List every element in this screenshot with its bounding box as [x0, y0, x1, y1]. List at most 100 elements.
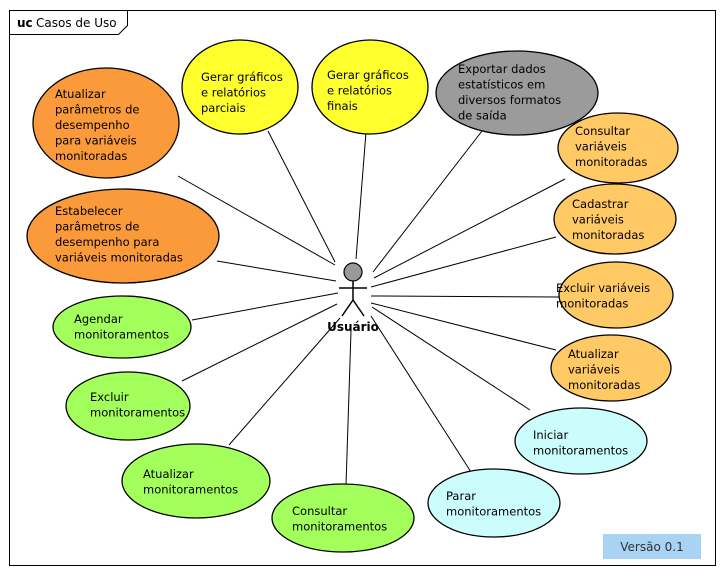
use-case-label-line: Cadastrar: [572, 197, 629, 211]
use-case-label-line: estatísticos em: [458, 78, 545, 92]
use-case-label: Agendar monitoramentos: [74, 312, 169, 342]
use-case-label-line: monitoradas: [575, 155, 647, 169]
association-line: [372, 130, 483, 273]
frame-title: Casos de Uso: [36, 16, 117, 30]
actor-left-leg: [341, 299, 354, 317]
use-case-label-line: e relatórios: [327, 84, 392, 98]
actor-label: Usuário: [327, 320, 379, 334]
use-case-label-line: variáveis: [575, 140, 627, 154]
use-case-label-line: Atualizar: [55, 87, 106, 101]
use-case-label-line: Atualizar: [143, 467, 194, 481]
use-case-label-line: variáveis: [568, 363, 620, 377]
association-line: [371, 306, 531, 411]
use-case-ellipse: [181, 39, 299, 135]
use-case-ellipse: [557, 112, 679, 184]
uc-agendar-monitoramentos[interactable]: Agendar monitoramentos: [52, 295, 192, 359]
use-case-label: Iniciar monitoramentos: [533, 428, 628, 458]
use-case-ellipse: [435, 50, 599, 136]
use-case-label-line: monitoramentos: [292, 520, 387, 534]
use-case-label-line: Atualizar: [568, 347, 619, 361]
use-case-label: Excluir monitoramentos: [90, 390, 185, 420]
use-case-label-line: monitoradas: [55, 149, 127, 163]
uc-iniciar-monitoramentos[interactable]: Iniciar monitoramentos: [514, 407, 648, 475]
use-case-label-line: Gerar gráficos: [201, 70, 283, 84]
use-case-label-line: diversos formatos: [458, 93, 561, 107]
use-case-label-line: parâmetros de: [55, 103, 139, 117]
use-case-ellipse: [271, 483, 415, 553]
use-case-label-line: variáveis monitoradas: [55, 251, 183, 265]
use-case-ellipse: [311, 39, 429, 135]
use-case-ellipse: [558, 261, 674, 329]
association-line: [177, 175, 336, 266]
use-case-ellipse: [65, 371, 191, 441]
association-line: [370, 302, 557, 351]
uc-excluir-variaveis[interactable]: Excluir variáveis monitoradas: [556, 261, 674, 329]
association-line: [370, 236, 557, 288]
use-case-label-line: Iniciar: [533, 428, 568, 442]
use-case-label-line: monitoramentos: [90, 406, 185, 420]
use-case-label-line: desempenho para: [55, 235, 159, 249]
actor-usuario[interactable]: Usuário: [327, 262, 379, 334]
use-case-label-line: Exportar dados: [458, 62, 546, 76]
use-case-ellipse: [550, 334, 672, 402]
version-badge: [603, 534, 701, 559]
use-case-label-line: monitoramentos: [74, 328, 169, 342]
association-line: [228, 317, 341, 446]
uc-parar-monitoramentos[interactable]: Parar monitoramentos: [427, 468, 561, 538]
use-case-label-line: Consultar: [575, 124, 630, 138]
use-case-label: Parar monitoramentos: [446, 489, 541, 519]
use-case-label: Excluir variáveis monitoradas: [556, 281, 650, 311]
use-case-label-line: parâmetros de: [55, 220, 139, 234]
association-line: [216, 260, 337, 282]
use-case-label-line: parciais: [201, 101, 246, 115]
uc-consultar-monitoramentos[interactable]: Consultar monitoramentos: [271, 483, 415, 553]
use-case-label-line: monitoradas: [572, 228, 644, 242]
use-case-ellipse: [121, 443, 271, 519]
use-case-label-line: Excluir: [90, 390, 129, 404]
use-case-label: Consultar monitoramentos: [292, 504, 387, 534]
use-case-label-line: Gerar gráficos: [327, 68, 409, 82]
use-case-label-line: e relatórios: [201, 86, 266, 100]
use-case-label-line: monitoramentos: [533, 444, 628, 458]
use-case-label-line: monitoramentos: [446, 505, 541, 519]
use-case-ellipse: [553, 183, 677, 255]
association-line: [267, 130, 336, 263]
association-line: [345, 330, 352, 486]
use-case-label-line: de saída: [458, 109, 507, 123]
association-line: [370, 295, 560, 298]
use-case-label-line: variáveis: [572, 213, 624, 227]
use-case-label-line: monitoradas: [556, 297, 628, 311]
use-case-ellipse: [514, 407, 648, 475]
association-line: [181, 303, 338, 382]
association-line: [370, 315, 472, 473]
uc-excluir-monitoramentos[interactable]: Excluir monitoramentos: [65, 371, 191, 441]
use-case-label-line: Agendar: [74, 312, 123, 326]
use-case-label-line: Excluir variáveis: [556, 281, 650, 295]
use-case-label-line: finais: [327, 99, 358, 113]
association-line: [355, 131, 367, 260]
actor-right-leg: [352, 299, 365, 317]
use-case-ellipse: [52, 295, 192, 359]
frame-keyword: uc: [17, 16, 33, 30]
use-case-label-line: Estabelecer: [55, 204, 123, 218]
use-case-label-line: monitoramentos: [143, 483, 238, 497]
use-case-label-line: Parar: [446, 489, 476, 503]
association-line: [373, 178, 566, 279]
use-case-label-line: Consultar: [292, 504, 347, 518]
uc-atualizar-monitoramentos[interactable]: Atualizar monitoramentos: [121, 443, 271, 519]
